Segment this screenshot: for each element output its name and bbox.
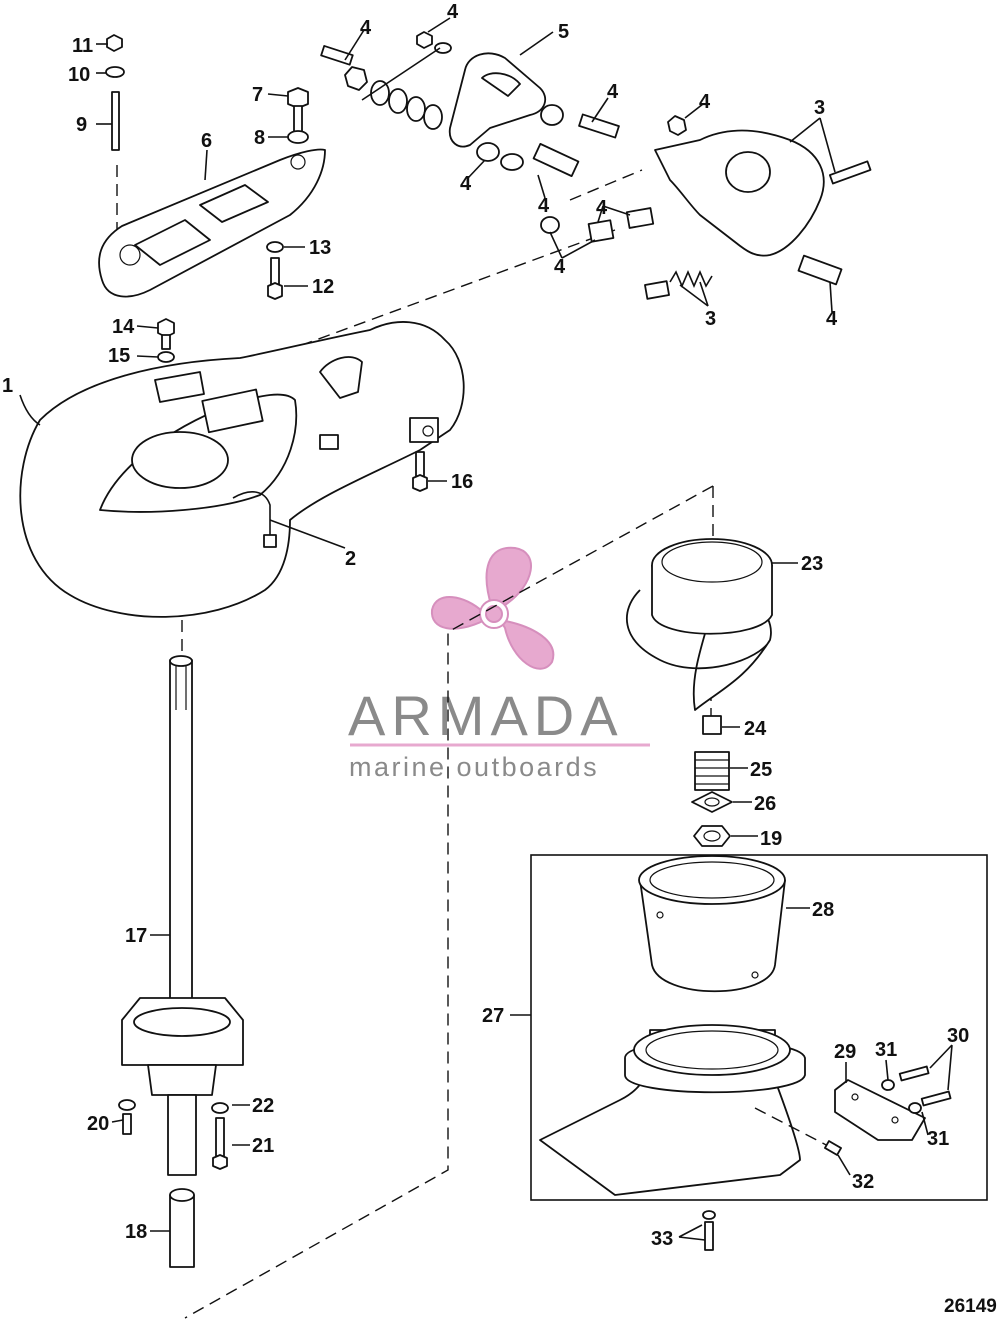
- callout-3-top: 3: [814, 97, 825, 119]
- callout-25: 25: [750, 759, 772, 781]
- watermark-tagline: marine outboards: [349, 752, 599, 782]
- callout-4-f: 4: [538, 195, 550, 217]
- callout-29: 29: [834, 1041, 856, 1063]
- callout-9: 9: [76, 114, 87, 136]
- callout-6: 6: [201, 130, 212, 152]
- callout-28: 28: [812, 899, 834, 921]
- callout-32: 32: [852, 1171, 874, 1193]
- callout-7: 7: [252, 84, 263, 106]
- armada-watermark: ARMADA marine outboards: [348, 546, 650, 782]
- callout-14: 14: [112, 316, 135, 338]
- fasteners-top-left: [105, 34, 428, 492]
- callout-23: 23: [801, 553, 823, 575]
- part-27-box: [530, 854, 988, 1201]
- callout-33: 33: [651, 1228, 673, 1250]
- callout-31-bottom: 31: [927, 1128, 949, 1150]
- callout-4-c: 4: [607, 81, 619, 103]
- part-28-liner: [638, 855, 786, 993]
- callout-17: 17: [125, 925, 147, 947]
- part-27-intake-housing: [539, 1024, 833, 1196]
- callout-4-d: 4: [699, 91, 711, 113]
- callout-4-h: 4: [554, 256, 566, 278]
- callout-16: 16: [451, 471, 473, 493]
- callout-15: 15: [108, 345, 130, 367]
- callout-26: 26: [754, 793, 776, 815]
- part-23-impeller: [626, 538, 773, 711]
- propeller-logo-icon: [430, 546, 555, 670]
- callout-27: 27: [482, 1005, 504, 1027]
- steering-linkage: [320, 31, 872, 300]
- callout-labels: 1 2 3 3 4 4 4 4 4 4 4 4 4 5 6 7 8 9 10 1…: [2, 1, 969, 1250]
- callout-4-i: 4: [826, 308, 838, 330]
- callout-4-g: 4: [596, 197, 608, 219]
- callout-4-e: 4: [460, 173, 472, 195]
- callout-13: 13: [309, 237, 331, 259]
- callout-30: 30: [947, 1025, 969, 1047]
- callout-24: 24: [744, 718, 767, 740]
- callout-5: 5: [558, 21, 569, 43]
- callout-3-bottom: 3: [705, 308, 716, 330]
- leader-lines: [19, 17, 953, 1241]
- impeller-hardware: [691, 715, 733, 847]
- callout-2: 2: [345, 548, 356, 570]
- callout-10: 10: [68, 64, 90, 86]
- callout-12: 12: [312, 276, 334, 298]
- callout-19: 19: [760, 828, 782, 850]
- callout-4-a: 4: [360, 17, 372, 39]
- figure-number: 26149: [944, 1296, 997, 1317]
- callout-18: 18: [125, 1221, 147, 1243]
- callout-1: 1: [2, 375, 13, 397]
- watermark-brand: ARMADA: [348, 684, 624, 747]
- callout-21: 21: [252, 1135, 274, 1157]
- callout-20: 20: [87, 1113, 109, 1135]
- callout-4-b: 4: [447, 1, 459, 23]
- part-6-adapter-plate: [98, 148, 326, 298]
- part-1-pump-housing: [19, 321, 465, 618]
- part-17-driveshaft-assembly: [118, 655, 244, 1268]
- callout-11: 11: [72, 35, 93, 57]
- callout-8: 8: [254, 127, 265, 149]
- callout-31-top: 31: [875, 1039, 897, 1061]
- callout-22: 22: [252, 1095, 274, 1117]
